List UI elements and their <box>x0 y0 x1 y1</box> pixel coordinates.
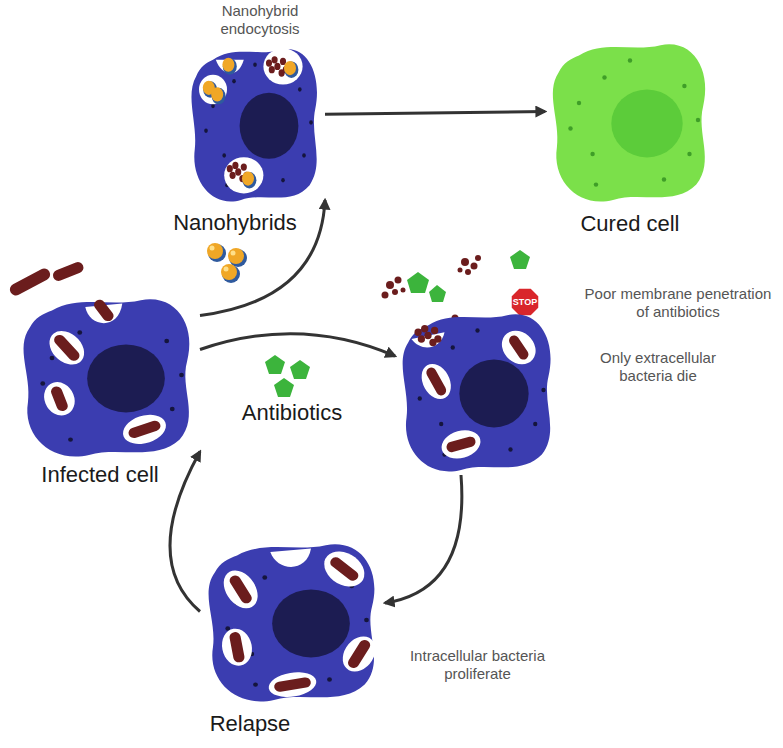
nanohybrid-particles <box>207 243 247 283</box>
arrow <box>200 334 395 356</box>
antibiotic-molecules <box>407 250 530 302</box>
note-text: Poor membrane penetration of antibiotics <box>578 285 778 321</box>
stop-text: STOP <box>511 296 539 308</box>
cell-label: Cured cell <box>535 211 725 237</box>
arrow <box>170 452 200 612</box>
note-text: Intracellular bacteria proliferate <box>395 647 560 683</box>
cell-drawing <box>185 40 325 205</box>
edge-label: Antibiotics <box>222 400 362 426</box>
cell: Cured cell <box>545 35 715 205</box>
cell: Poor membrane penetration of antibiotics… <box>395 305 560 475</box>
cell-drawing <box>15 290 200 460</box>
cell-label: Infected cell <box>15 462 185 488</box>
bacteria <box>8 260 85 297</box>
note-text: Only extracellular bacteria die <box>583 349 733 385</box>
antibiotic-molecules <box>265 355 310 397</box>
arrow <box>385 475 462 603</box>
cell: Infected cell <box>15 290 200 460</box>
cell: Nanohybrid endocytosisNanohybrids <box>185 40 325 205</box>
cell-drawing <box>395 305 560 475</box>
cell-label: Nanohybrids <box>160 210 310 236</box>
cell: RelapseIntracellular bacteria proliferat… <box>200 535 385 705</box>
cell-drawing <box>200 535 385 705</box>
cell-label: Relapse <box>200 711 300 737</box>
note-text: Nanohybrid endocytosis <box>195 2 325 38</box>
arrow <box>325 112 545 115</box>
cell-drawing <box>545 35 715 205</box>
